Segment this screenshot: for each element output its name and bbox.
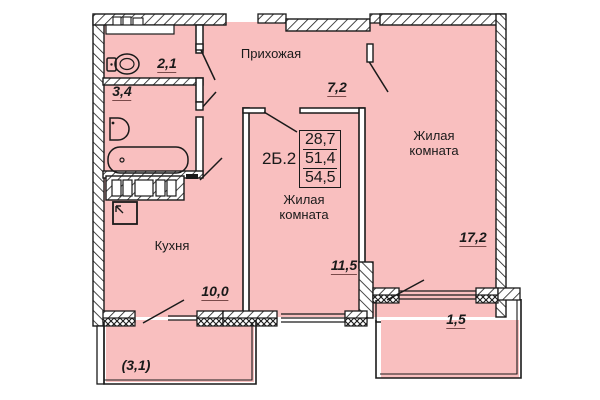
area-label-balcony-left: (3,1): [121, 357, 151, 373]
wall-left-balcony-stub: [96, 325, 105, 385]
apartment-type-code: 2Б.2: [262, 149, 296, 168]
partition-midroom-top-right: [299, 107, 365, 114]
door-swings: [142, 47, 425, 324]
door-rightroom-leaf: [367, 59, 389, 93]
wall-entrance-header: [285, 18, 371, 32]
wall-top-right: [379, 13, 506, 26]
partition-wc-right: [195, 24, 204, 54]
washbasin-icon: [109, 117, 130, 141]
riser-pipe-a: [111, 179, 122, 197]
room-label-living-right-line2: комната: [409, 143, 459, 159]
window-kitchen-sill-mid: [196, 317, 224, 327]
partition-midroom-left: [242, 107, 250, 318]
door-jambs: [195, 43, 374, 111]
toilet-bowl-icon: [114, 53, 140, 75]
bathtub-faucet-icon: [186, 174, 198, 179]
room-label-living-mid-line2: комната: [279, 207, 329, 223]
partition-midroom-top-left: [242, 107, 266, 114]
room-label-living-mid: Жилая комната: [279, 192, 328, 223]
window-midroom-sill-right: [344, 317, 368, 327]
door-balcony-right-leaf: [386, 279, 425, 301]
balcony-left-fill: [106, 320, 254, 382]
ventilation-shaft-icon: [112, 201, 138, 225]
toilet-dot-icon: [110, 63, 113, 66]
window-rightroom-sill-right: [475, 294, 499, 304]
area-label-bathroom: 3,4: [112, 83, 132, 101]
ventilation-arrow-icon: [115, 205, 124, 214]
window-kitchen-sill-left: [102, 317, 136, 327]
room-label-kitchen: Кухня: [154, 238, 190, 253]
riser-pipe-c: [155, 179, 166, 197]
balcony-door-left-sill: [222, 317, 278, 327]
door-wc-leaf: [199, 47, 216, 81]
room-label-living-mid-line1: Жилая: [283, 192, 325, 207]
balcony-outlines: [103, 287, 522, 385]
wall-right-exterior: [495, 13, 507, 318]
room-label-hall: Прихожая: [240, 46, 302, 61]
toilet-cistern-icon: [106, 57, 117, 72]
balcony-right-outline: [375, 299, 522, 379]
area-summary-box: 28,7 51,4 54,5: [299, 130, 342, 188]
area-label-living-right: 17,2: [459, 229, 487, 247]
balcony-left-inner: [104, 322, 253, 381]
windows: [102, 16, 499, 327]
sanitary-fixtures: [105, 53, 198, 225]
area-label-wc: 2,1: [157, 55, 177, 73]
room-label-living-right: Жилая комната: [409, 128, 458, 159]
jamb-bathroom: [195, 101, 204, 111]
toilet-seat-icon: [119, 57, 135, 71]
wall-entrance-left-jamb: [257, 13, 287, 24]
area-label-balcony-right: 1,5: [446, 311, 466, 329]
door-kitchen-leaf: [199, 157, 223, 181]
area-without-balcony-value: 51,4: [303, 150, 338, 169]
apartment-summary-block: 2Б.2 28,7 51,4 54,5: [262, 130, 342, 188]
riser-duct: [134, 179, 154, 197]
area-label-hall: 7,2: [327, 79, 347, 97]
door-balcony-left-leaf: [142, 299, 185, 324]
area-label-living-mid: 11,5: [330, 257, 358, 275]
partition-bathroom-corner: [195, 77, 204, 103]
window-top-sill: [105, 24, 175, 35]
riser-pipe-d: [166, 179, 177, 197]
bathtub-drain-icon: [119, 157, 125, 163]
balcony-left-outline: [103, 320, 257, 385]
balcony-right-fill: [381, 320, 519, 378]
balcony-right-corner-wall: [497, 287, 521, 301]
partition-midroom-right: [358, 107, 366, 269]
room-label-living-right-line1: Жилая: [413, 128, 455, 143]
riser-pipe-b: [122, 179, 133, 197]
door-midroom-leaf: [263, 111, 298, 133]
total-area-value: 54,5: [305, 169, 336, 186]
balcony-right-inner: [380, 300, 518, 375]
area-label-kitchen: 10,0: [201, 283, 229, 301]
jamb-wc: [195, 43, 204, 51]
living-area-value: 28,7: [303, 131, 338, 150]
jamb-rightroom: [366, 43, 374, 63]
washbasin-tap-icon: [111, 121, 115, 125]
bathtub-icon: [107, 146, 189, 174]
wall-between-rooms-lower: [358, 261, 374, 319]
partition-bathroom-right: [195, 116, 204, 178]
